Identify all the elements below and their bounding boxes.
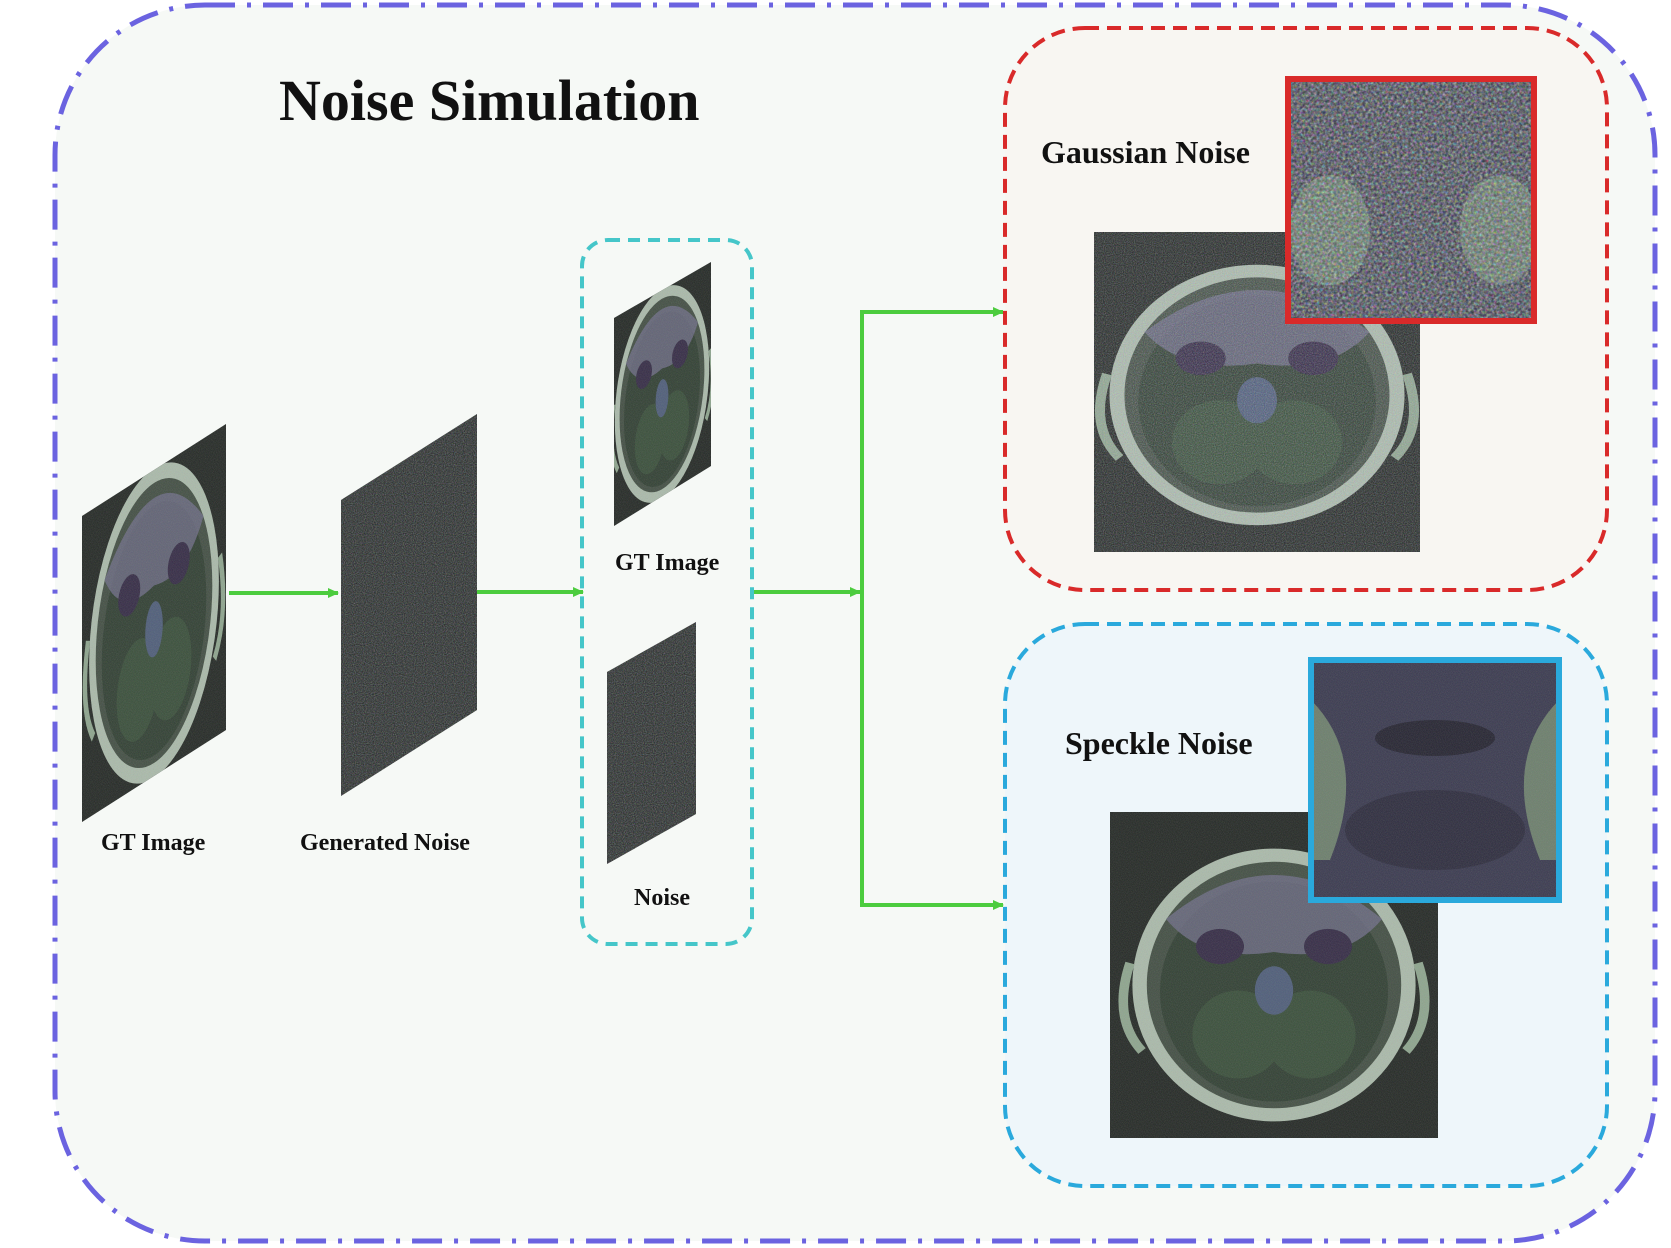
speckle-zoom-inset [1308,657,1562,903]
stack-noise-label: Noise [634,885,690,911]
gt-image-label: GT Image [101,830,206,856]
speckle-noise-label: Speckle Noise [1065,725,1253,761]
figure-title: Noise Simulation [279,68,700,133]
input-stack-box [580,238,754,946]
gaussian-noise-label: Gaussian Noise [1041,134,1250,170]
stack-gt-image-label: GT Image [615,550,720,576]
gaussian-zoom-inset [1285,76,1537,324]
generated-noise-label: Generated Noise [300,830,470,856]
branch-connector [860,310,1003,907]
